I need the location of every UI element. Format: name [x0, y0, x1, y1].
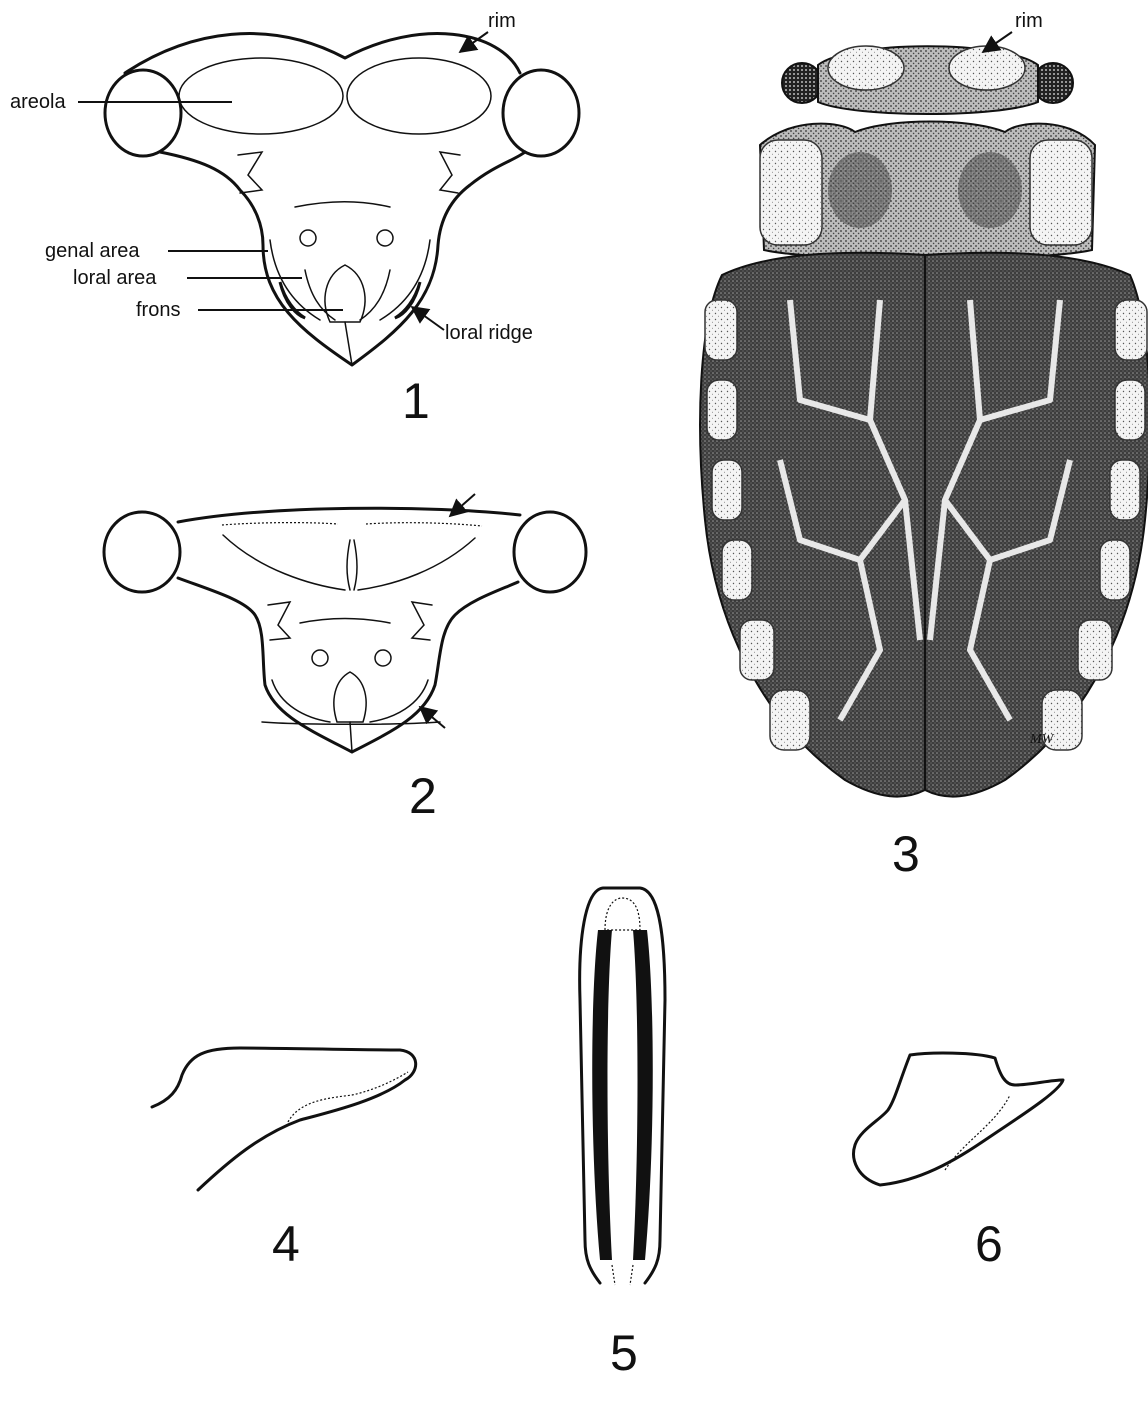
fig2-right-eye — [514, 512, 586, 592]
fig1-frons — [325, 265, 365, 322]
fig2-left-ocellus — [312, 650, 328, 666]
fig1-left-eye — [105, 70, 181, 156]
fig3-pronotum-lateral-right — [1030, 140, 1092, 245]
fig1-clypeal-arc — [295, 202, 390, 207]
fig1-head-outline — [125, 34, 525, 365]
fig5-base-dotted — [612, 1265, 633, 1285]
fig2-rim-dashed — [222, 523, 482, 526]
figure-2-head-anterior: 2 — [104, 494, 586, 824]
fig2-clypeal-arc — [300, 619, 390, 624]
fig2-pointer-rim — [450, 494, 475, 516]
fig1-left-ocellus — [300, 230, 316, 246]
fig4-outline — [152, 1048, 416, 1190]
fig5-apex-dotted — [605, 898, 640, 930]
figure-5-aedeagus: 5 — [580, 888, 665, 1381]
fig3-left-eye — [782, 63, 822, 103]
figure-4-paramere: 4 — [152, 1048, 416, 1272]
fig1-number: 1 — [402, 373, 430, 429]
fig2-frons — [334, 672, 366, 722]
fig2-midline — [347, 540, 357, 590]
fig1-loral-ridge-left — [280, 282, 305, 318]
fig1-left-bracket — [238, 152, 262, 193]
fig3-number: 3 — [892, 826, 920, 882]
fig1-right-ocellus — [377, 230, 393, 246]
fig4-dotted — [288, 1072, 408, 1122]
figure-1-head-anterior: rim areola genal area loral area frons l… — [10, 10, 579, 429]
fig1-right-areola — [347, 58, 491, 134]
fig1-right-eye — [503, 70, 579, 156]
fig2-right-bracket — [412, 602, 432, 640]
fig2-right-ocellus — [375, 650, 391, 666]
fig4-number: 4 — [272, 1216, 300, 1272]
fig3-pronotum-disc-left — [828, 152, 892, 228]
figure-6-paramere: 6 — [854, 1053, 1063, 1272]
fig1-frons-lines — [305, 270, 390, 320]
fig2-tip — [350, 722, 352, 752]
fig1-label-loral-area: loral area — [73, 267, 157, 289]
fig1-label-loral-ridge: loral ridge — [445, 322, 533, 344]
fig1-loral-ridge-right — [395, 282, 420, 318]
fig5-black-bar-right — [633, 930, 653, 1260]
fig3-label-rim: rim — [1015, 10, 1043, 32]
fig1-tip — [345, 322, 352, 365]
fig6-outline — [854, 1053, 1063, 1185]
fig2-pointer-loral — [420, 707, 445, 728]
fig1-label-frons: frons — [136, 299, 180, 321]
fig3-head-areola-left — [828, 46, 904, 90]
fig3-signature: MW — [1029, 732, 1055, 747]
fig1-left-areola — [179, 58, 343, 134]
figure-3-habitus: rim MW 3 — [700, 10, 1148, 882]
fig1-right-bracket — [440, 152, 460, 193]
fig3-pronotum-disc-right — [958, 152, 1022, 228]
fig3-head-areola-right — [949, 46, 1025, 90]
fig1-label-genal-area: genal area — [45, 240, 140, 262]
fig1-label-areola: areola — [10, 91, 66, 113]
fig1-label-rim: rim — [488, 10, 516, 32]
fig2-number: 2 — [409, 768, 437, 824]
fig5-number: 5 — [610, 1325, 638, 1381]
fig3-pronotum-lateral-left — [760, 140, 822, 245]
fig1-pointer-loral-ridge — [412, 307, 444, 330]
fig5-black-bar-left — [592, 930, 612, 1260]
fig2-left-bracket — [268, 602, 290, 640]
fig6-number: 6 — [975, 1216, 1003, 1272]
fig2-left-eye — [104, 512, 180, 592]
